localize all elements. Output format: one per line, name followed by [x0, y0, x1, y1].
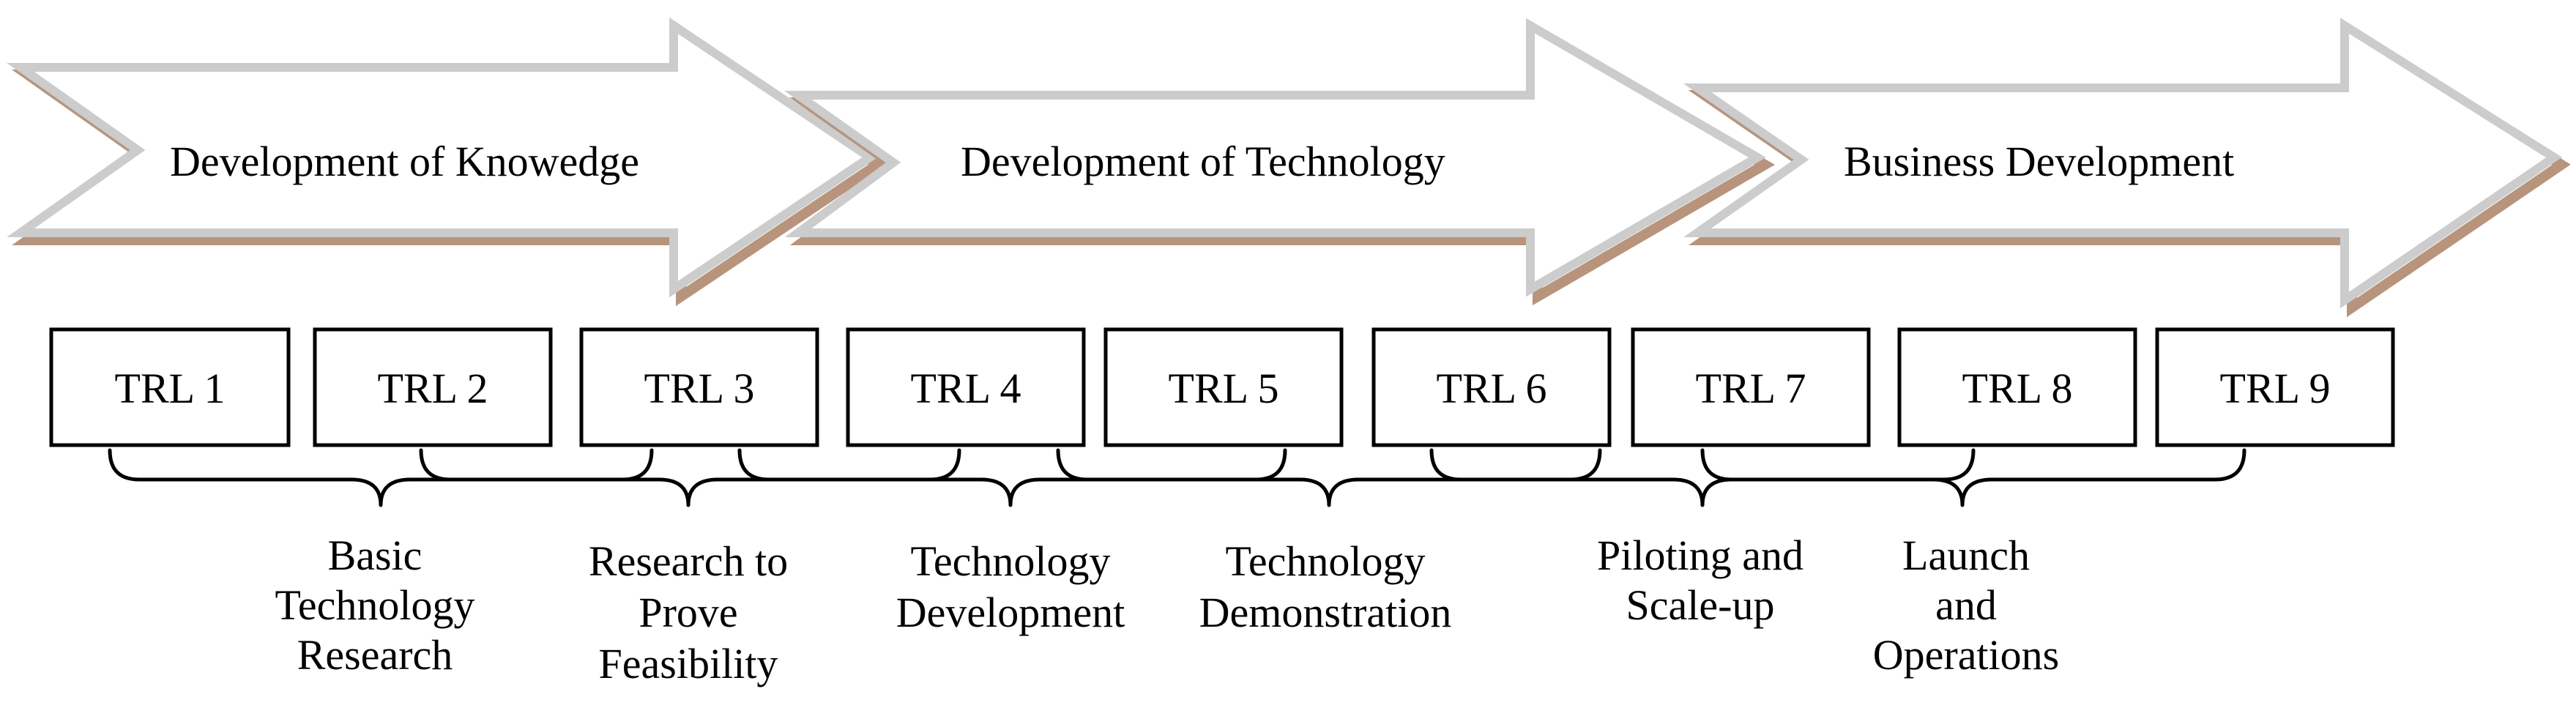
stage-tech-demonstration: Technology Demonstration: [1199, 537, 1452, 636]
brace-tech-development: [737, 448, 1287, 507]
phase-arrow-knowledge: Development of Knowedge: [7, 17, 887, 307]
stage-line: Prove: [639, 589, 737, 636]
stage-tech-development: Technology Development: [896, 537, 1125, 636]
stage-piloting: Piloting and Scale-up: [1597, 532, 1803, 629]
stage-line: Launch: [1902, 532, 2030, 579]
phase-label-technology: Development of Technology: [961, 138, 1445, 185]
stage-line: Scale-up: [1626, 581, 1775, 629]
trl-label-9: TRL 9: [2220, 365, 2331, 412]
trl-box-9: TRL 9: [2155, 327, 2395, 447]
trl-label-1: TRL 1: [115, 365, 226, 412]
trl-label-2: TRL 2: [378, 365, 488, 412]
stage-line: Technology: [275, 581, 475, 629]
stage-line: Demonstration: [1199, 589, 1452, 636]
stage-line: Research: [297, 631, 453, 679]
trl-label-5: TRL 5: [1169, 365, 1279, 412]
stage-line: Development: [896, 589, 1125, 636]
stage-line: Technology: [1226, 537, 1426, 585]
brace-piloting: [1429, 448, 1976, 507]
stage-prove-feasibility: Research to Prove Feasibility: [589, 537, 788, 687]
stage-line: Technology: [911, 537, 1111, 585]
trl-box-5: TRL 5: [1103, 327, 1344, 447]
trl-box-1: TRL 1: [49, 327, 291, 447]
brace-basic-research: [108, 448, 654, 507]
trl-label-4: TRL 4: [911, 365, 1021, 412]
trl-box-6: TRL 6: [1371, 327, 1612, 447]
trl-label-8: TRL 8: [1962, 365, 2073, 412]
brace-launch-operations: [1700, 448, 2246, 507]
phase-arrow-business: Business Development: [1683, 18, 2571, 318]
brace-tech-demonstration: [1056, 448, 1602, 507]
stage-line: Basic: [328, 532, 422, 579]
stage-line: Feasibility: [599, 640, 778, 687]
stage-line: Operations: [1873, 631, 2060, 679]
stage-line: Piloting and: [1597, 532, 1803, 579]
stage-line: and: [1935, 581, 1997, 629]
trl-box-4: TRL 4: [846, 327, 1086, 447]
phase-label-business: Business Development: [1844, 138, 2234, 185]
brace-prove-feasibility: [419, 448, 961, 507]
trl-box-7: TRL 7: [1631, 327, 1871, 447]
phase-arrow-technology: Development of Technology: [784, 18, 1775, 306]
trl-label-7: TRL 7: [1696, 365, 1806, 412]
stage-launch-operations: Launch and Operations: [1873, 532, 2060, 679]
trl-box-2: TRL 2: [313, 327, 553, 447]
stage-basic-research: Basic Technology Research: [275, 532, 475, 679]
trl-label-6: TRL 6: [1437, 365, 1547, 412]
stage-line: Research to: [589, 537, 788, 585]
phase-label-knowledge: Development of Knowedge: [170, 138, 639, 185]
trl-box-8: TRL 8: [1897, 327, 2137, 447]
trl-box-3: TRL 3: [579, 327, 819, 447]
trl-label-3: TRL 3: [644, 365, 755, 412]
